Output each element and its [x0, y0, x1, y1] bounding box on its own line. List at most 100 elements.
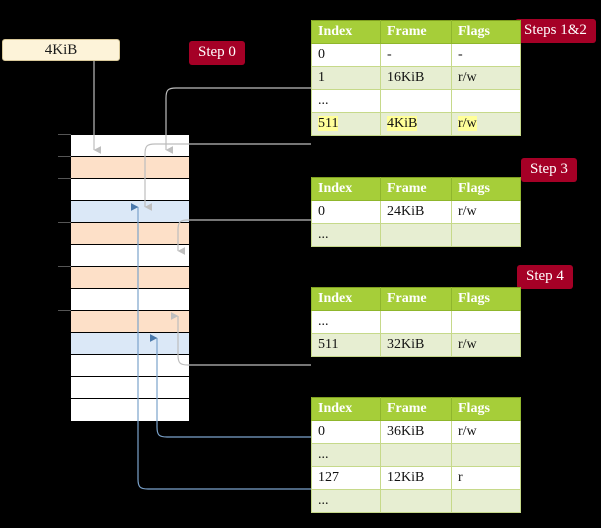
cell-frame: 32KiB	[380, 333, 452, 357]
table-row: ...	[311, 489, 521, 513]
column-header-flags: Flags	[451, 20, 521, 44]
badge-step-3: Step 3	[521, 158, 577, 182]
table-row: 0--	[311, 43, 521, 67]
wire-table2-row0-to-memory	[177, 219, 311, 255]
badge-steps-1-2-label: Steps 1&2	[524, 22, 587, 38]
badge-step-3-label: Step 3	[530, 161, 568, 177]
column-header-flags: Flags	[451, 397, 521, 421]
memory-frame-row	[71, 333, 189, 355]
memory-frame-row	[71, 223, 189, 245]
cell-flags	[451, 310, 521, 334]
memory-frame-row	[71, 311, 189, 333]
cell-index: 0	[311, 43, 381, 67]
badge-step-0: Step 0	[189, 41, 245, 65]
cell-flags: r/w	[451, 66, 521, 90]
column-header-frame: Frame	[380, 287, 452, 311]
memory-frame-row	[71, 179, 189, 201]
cell-flags	[451, 223, 521, 247]
column-header-flags: Flags	[451, 287, 521, 311]
cell-flags: r	[451, 466, 521, 490]
cell-index: 511	[311, 112, 381, 136]
column-header-frame: Frame	[380, 177, 452, 201]
badge-steps-1-2: Steps 1&2	[515, 19, 596, 43]
cell-flags: -	[451, 43, 521, 67]
cell-index: ...	[311, 310, 381, 334]
cell-index: ...	[311, 89, 381, 113]
cell-index: ...	[311, 443, 381, 467]
memory-frame-row	[71, 135, 189, 157]
cell-flags	[451, 89, 521, 113]
cell-frame	[380, 443, 452, 467]
cell-frame: 36KiB	[380, 420, 452, 444]
memory-frame-row	[71, 355, 189, 377]
cell-flags: r/w	[451, 420, 521, 444]
memory-tick	[58, 134, 71, 135]
cell-frame	[380, 89, 452, 113]
badge-step-0-label: Step 0	[198, 44, 236, 60]
cell-frame: -	[380, 43, 452, 67]
column-header-index: Index	[311, 20, 381, 44]
column-header-frame: Frame	[380, 20, 452, 44]
memory-tick	[58, 310, 71, 311]
memory-frame-row	[71, 399, 189, 421]
badge-step-4: Step 4	[517, 265, 573, 289]
column-header-frame: Frame	[380, 397, 452, 421]
cell-flags	[451, 443, 521, 467]
column-header-index: Index	[311, 177, 381, 201]
memory-frame-row	[71, 157, 189, 179]
table-row: ...	[311, 89, 521, 113]
cell-frame: 24KiB	[380, 200, 452, 224]
cell-index: 127	[311, 466, 381, 490]
source-frame-label: 4KiB	[44, 42, 78, 58]
memory-frame-row	[71, 201, 189, 223]
cell-index: 0	[311, 420, 381, 444]
memory-frame-row	[71, 377, 189, 399]
cell-frame	[380, 223, 452, 247]
cell-index: 511	[311, 333, 381, 357]
cell-frame: 16KiB	[380, 66, 452, 90]
memory-tick	[58, 178, 71, 179]
memory-tick	[58, 266, 71, 267]
cell-flags	[451, 489, 521, 513]
source-frame-box: 4KiB	[2, 39, 120, 61]
table-row: ...	[311, 310, 521, 334]
badge-step-4-label: Step 4	[526, 268, 564, 284]
memory-tick	[58, 156, 71, 157]
cell-flags: r/w	[451, 112, 521, 136]
cell-flags: r/w	[451, 200, 521, 224]
cell-frame: 12KiB	[380, 466, 452, 490]
memory-frame-row	[71, 289, 189, 311]
column-header-index: Index	[311, 397, 381, 421]
cell-index: ...	[311, 489, 381, 513]
physical-memory-column	[70, 134, 190, 421]
cell-index: ...	[311, 223, 381, 247]
wire-memory-to-table3-row511	[171, 312, 311, 366]
memory-frame-row	[71, 245, 189, 267]
cell-flags: r/w	[451, 333, 521, 357]
cell-index: 1	[311, 66, 381, 90]
table-row: ...	[311, 223, 521, 247]
cell-frame	[380, 489, 452, 513]
column-header-flags: Flags	[451, 177, 521, 201]
memory-frame-row	[71, 267, 189, 289]
memory-tick	[58, 222, 71, 223]
cell-index: 0	[311, 200, 381, 224]
table-row: ...	[311, 443, 521, 467]
column-header-index: Index	[311, 287, 381, 311]
cell-frame	[380, 310, 452, 334]
cell-frame: 4KiB	[380, 112, 452, 136]
